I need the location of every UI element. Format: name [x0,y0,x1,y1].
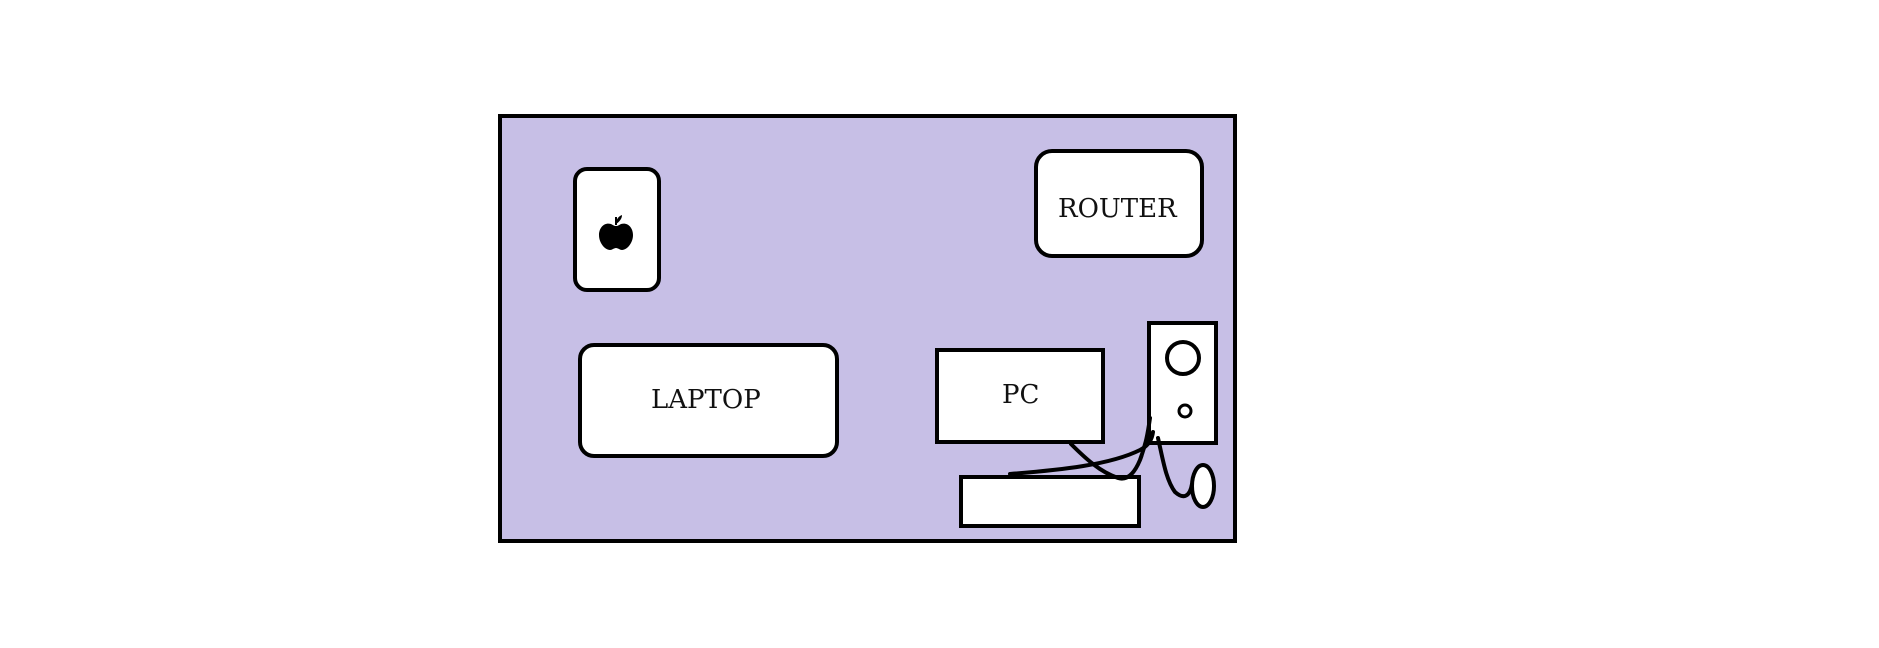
mouse-icon [1190,463,1216,509]
pc-label: PC [1002,380,1039,410]
phone-device [573,167,661,292]
laptop-label: LAPTOP [651,385,761,415]
router-label: ROUTER [1058,194,1178,224]
apple-icon [599,215,633,250]
cables [1008,416,1194,499]
pc-tower-icon [1147,321,1218,445]
router-device: ROUTER [1034,149,1204,258]
keyboard-icon [959,475,1141,528]
laptop-device: LAPTOP [578,343,839,458]
pc-monitor: PC [935,348,1105,444]
